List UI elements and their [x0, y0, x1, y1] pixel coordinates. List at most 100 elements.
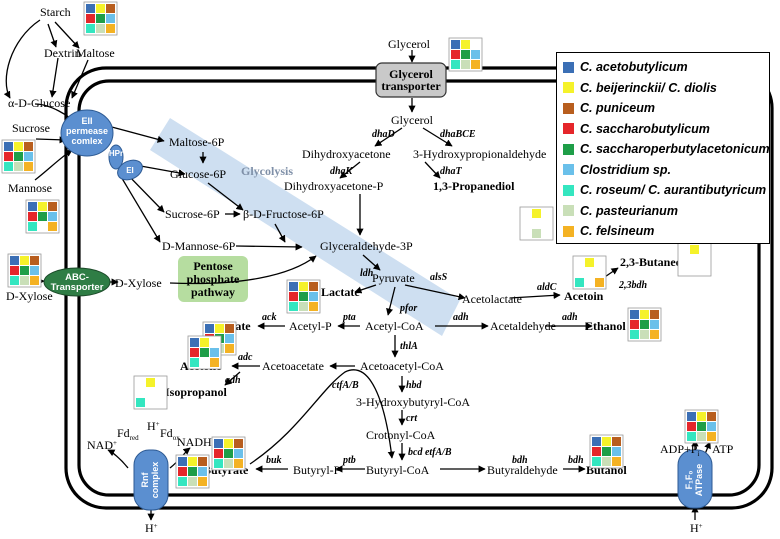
grid-sucrose: [1, 139, 36, 174]
grid-rnf: [175, 454, 210, 489]
enz-adh2: adh: [562, 312, 578, 323]
glycolysis-band: [150, 118, 460, 336]
grid-cell-c-beijerinckii: [690, 245, 699, 254]
grid-cell-clostridium-sp: [106, 14, 115, 23]
grid-cell-c-saccharoperbutylacetonicum: [38, 212, 47, 221]
legend-swatch: [563, 164, 574, 176]
grid-cell-c-roseum: [630, 330, 639, 339]
met-xylose-out: D-Xylose: [6, 289, 53, 303]
grid-cell-c-puniceum: [612, 437, 621, 446]
grid-cell-c-felsineum: [198, 477, 207, 486]
grid-ethanol: [627, 307, 662, 342]
met-lactate: Lactate: [321, 285, 360, 299]
grid-cell-c-beijerinckii: [96, 4, 105, 13]
grid-cell-c-puniceum: [24, 142, 33, 151]
grid-cell-c-saccharoperbutylacetonicum: [188, 467, 197, 476]
enz-adc: adc: [238, 352, 253, 363]
grid-cell-c-beijerinckii: [188, 457, 197, 466]
svg-text:Rnfcomplex: Rnfcomplex: [140, 462, 160, 499]
legend-item: Clostridium sp.: [563, 160, 763, 181]
grid-cell-c-puniceum: [650, 310, 659, 319]
met-adp: ADP+Pi: [660, 442, 699, 458]
grid-cell-c-roseum: [214, 459, 223, 468]
grid-atpase: [684, 409, 719, 444]
grid-cell-c-acetobutylicum: [687, 412, 696, 421]
svg-text:EI: EI: [126, 166, 134, 175]
grid-cell-c-puniceum: [30, 256, 39, 265]
grid-cell-c-saccharoperbutylacetonicum: [299, 292, 308, 301]
grid-acetoin: [572, 255, 607, 290]
grid-cell-clostridium-sp: [612, 447, 621, 456]
grid-cell-c-saccharoperbutylacetonicum: [14, 152, 23, 161]
grid-cell-clostridium-sp: [210, 348, 219, 357]
grid-cell-c-pasteurianum: [697, 432, 706, 441]
grid-cell-clostridium-sp: [30, 266, 39, 275]
grid-cell-clostridium-sp: [198, 467, 207, 476]
legend-swatch: [563, 123, 574, 135]
grid-cell-c-beijerinckii: [215, 324, 224, 333]
enz-buk: buk: [266, 455, 282, 466]
legend-swatch: [563, 82, 574, 94]
legend-label: C. beijerinckii/ C. diolis: [580, 80, 717, 95]
grid-cell-c-felsineum: [707, 432, 716, 441]
grid-cell-c-pasteurianum: [640, 330, 649, 339]
enzyme-labels: dhaD dhaBCE dhaK dhaT ldh alsS aldC 2,3b…: [225, 129, 648, 466]
legend-label: C. puniceum: [580, 101, 656, 116]
svg-text:HPr: HPr: [109, 149, 123, 158]
grid-cell-c-roseum: [289, 302, 298, 311]
grid-cell-c-saccharoperbutylacetonicum: [200, 348, 209, 357]
grid-cell-c-acetobutylicum: [190, 338, 199, 347]
grid-cell-c-acetobutylicum: [86, 4, 95, 13]
grid-cell-c-roseum: [86, 24, 95, 33]
grid-cell-c-saccharobutylicum: [630, 320, 639, 329]
grid-cell-c-saccharoperbutylacetonicum: [602, 447, 611, 456]
legend-item: C. roseum/ C. aurantibutyricum: [563, 180, 766, 201]
grid-cell-clostridium-sp: [225, 334, 234, 343]
met-acetoacetate: Acetoacetate: [262, 359, 324, 373]
legend-swatch: [563, 225, 574, 237]
grid-cell-c-saccharobutylicum: [289, 292, 298, 301]
grid-cell-c-beijerinckii: [38, 202, 47, 211]
grid-butanol: [589, 434, 624, 469]
grid-cell-c-felsineum: [24, 162, 33, 171]
grid-cell-c-puniceum: [225, 324, 234, 333]
enz-ldh: ldh: [360, 268, 374, 279]
enz-alsS: alsS: [430, 272, 448, 283]
grid-cell-c-saccharobutylicum: [451, 50, 460, 59]
met-glycerol-in: Glycerol: [391, 113, 434, 127]
legend-item: C. saccharoperbutylacetonicum: [563, 139, 770, 160]
met-nad: NAD+: [87, 438, 117, 452]
grid-butanediol: [677, 242, 712, 277]
met-mannose: Mannose: [8, 181, 52, 195]
grid-cell-clostridium-sp: [650, 320, 659, 329]
grid-cell-c-beijerinckii: [224, 439, 233, 448]
grid-cell-c-saccharoperbutylacetonicum: [224, 449, 233, 458]
grid-cell-c-beijerinckii: [299, 282, 308, 291]
grid-cell-c-felsineum: [106, 24, 115, 33]
met-g3p: Glyceraldehyde-3P: [320, 239, 413, 253]
grid-starch: [83, 1, 118, 36]
grid-cell-c-acetobutylicum: [451, 40, 460, 49]
grid-cell-c-acetobutylicum: [28, 202, 37, 211]
enz-pta: pta: [342, 312, 356, 323]
grid-cell-c-pasteurianum: [20, 276, 29, 285]
met-alpha-glucose: α-D-Glucose: [8, 96, 70, 110]
legend-item: C. pasteurianum: [563, 201, 763, 222]
grid-cell-c-roseum: [4, 162, 13, 171]
enz-ack: ack: [262, 312, 276, 323]
enz-dhaD: dhaD: [372, 129, 395, 140]
grid-mannose: [25, 199, 60, 234]
enz-ptb: ptb: [342, 455, 356, 466]
grid-cell-c-roseum: [190, 358, 199, 367]
met-mannose-6p: D-Mannose-6P: [162, 239, 236, 253]
grid-lactate: [286, 279, 321, 314]
grid-cell-c-felsineum: [30, 276, 39, 285]
grid-cell-c-roseum: [136, 398, 145, 407]
met-butyraldehyde: Butyraldehyde: [487, 463, 558, 477]
legend-item: C. saccharobutylicum: [563, 119, 763, 140]
grid-cell-c-felsineum: [650, 330, 659, 339]
